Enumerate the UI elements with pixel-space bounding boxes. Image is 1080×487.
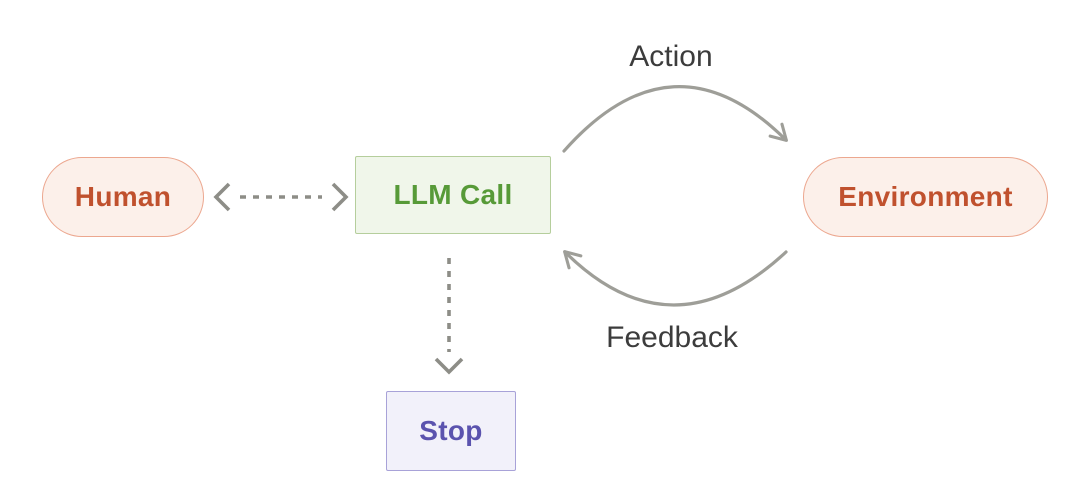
node-llm-call: LLM Call: [355, 156, 551, 234]
left-chevron-arrowhead: [213, 182, 231, 212]
node-environment: Environment: [803, 157, 1048, 237]
node-human: Human: [42, 157, 204, 237]
node-llm-call-label: LLM Call: [393, 179, 513, 210]
feedback-edge-label: Feedback: [606, 321, 738, 354]
human-llm-dashed-arrow: [213, 182, 349, 212]
right-chevron-arrowhead: [331, 182, 349, 212]
feedback-arrow: [563, 250, 788, 307]
node-stop: Stop: [386, 391, 516, 471]
llm-stop-dashed-arrow: [434, 258, 464, 375]
action-edge-label: Action: [629, 40, 713, 73]
node-stop-label: Stop: [419, 415, 483, 446]
node-environment-label: Environment: [838, 181, 1013, 212]
down-chevron-arrowhead: [434, 357, 464, 375]
action-arrow: [562, 85, 788, 153]
node-human-label: Human: [74, 181, 172, 212]
